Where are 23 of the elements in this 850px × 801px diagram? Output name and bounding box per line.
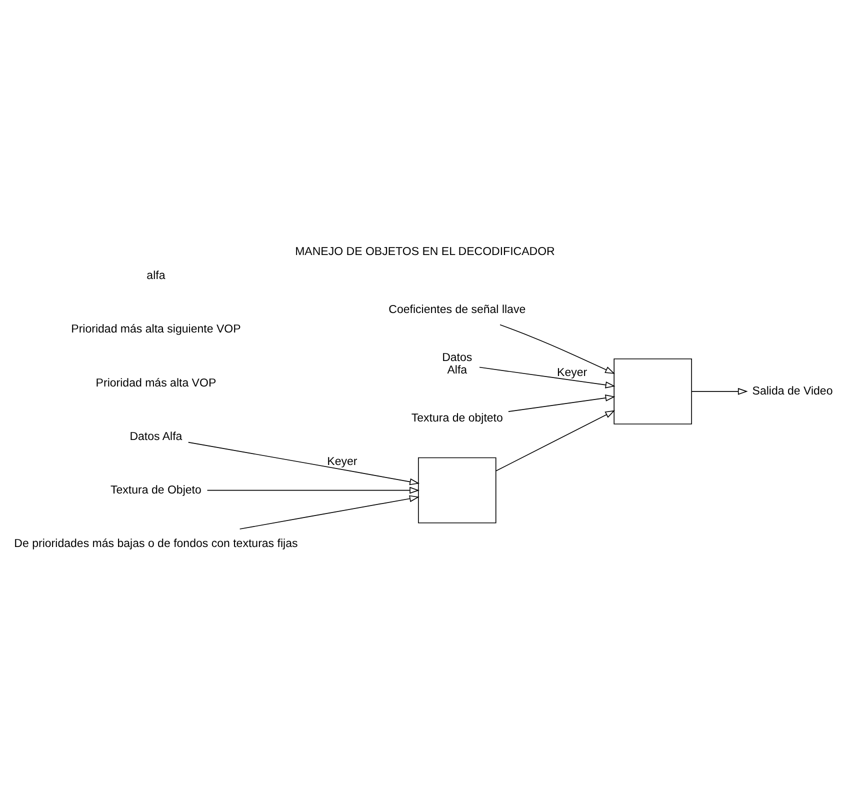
node-text: Salida de Video [752,385,833,398]
edge-label: Keyer [557,366,588,379]
node-box [614,358,692,424]
diagram-title: MANEJO DE OBJETOS EN EL DECODIFICADOR [295,246,555,258]
arrow [188,442,420,486]
node-box [418,457,496,524]
label: Prioridad más alta VOP [96,377,216,390]
arrow [500,324,616,374]
edge-label: Keyer [327,456,358,468]
arrow [479,366,616,388]
node-text: Datos Alfa [130,430,182,443]
arrow [691,388,748,395]
arrow [508,394,616,412]
node-text: Textura de objteto [411,412,503,425]
label: Prioridad más alta siguiente VOP [71,324,241,336]
node-text: De prioridades más bajas o de fondos con texturas fijas [14,538,298,550]
arrow [239,495,420,530]
label: alfa [146,270,166,282]
node-text: Coeficientes de señal llave [388,304,526,316]
node-text: Textura de Objeto [110,484,202,496]
arrow [496,410,616,472]
arrow [206,486,420,494]
node-text: Datos Alfa [442,352,472,376]
